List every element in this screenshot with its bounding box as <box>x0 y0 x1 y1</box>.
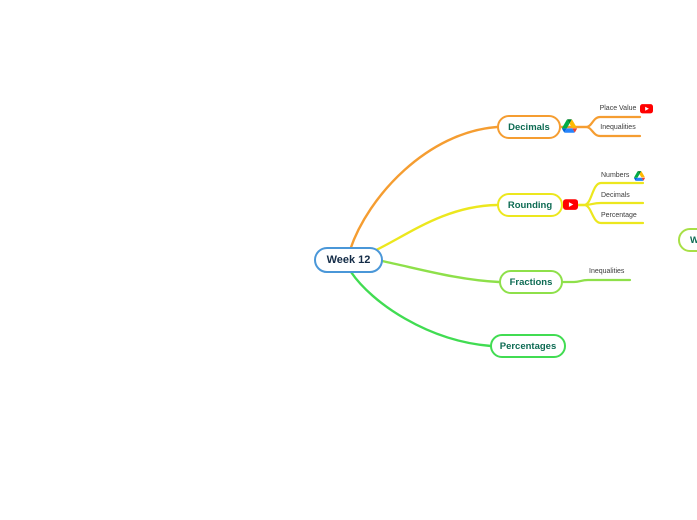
connector-week12-decimals <box>348 125 499 252</box>
node-label: Week 12 <box>326 254 371 266</box>
connector-week12-percentages <box>349 270 493 348</box>
mindmap-node-fractions[interactable]: Fractions <box>499 270 563 294</box>
mindmap-subnode-inequalities-fractions[interactable]: Inequalities <box>589 268 625 275</box>
connector-week12-fractions <box>380 259 501 284</box>
node-label: Decimals <box>508 121 550 133</box>
mindmap-node-decimals[interactable]: Decimals <box>497 115 561 139</box>
connector-fractions-inequalities <box>560 278 632 284</box>
google-drive-icon[interactable] <box>634 171 645 181</box>
mindmap-node-week12[interactable]: Week 12 <box>314 247 383 273</box>
mindmap-subnode-inequalities-decimals[interactable]: Inequalities <box>600 124 636 131</box>
node-label: W <box>690 234 697 246</box>
mindmap-subnode-numbers[interactable]: Numbers <box>601 172 630 179</box>
connector-week12-rounding <box>370 203 499 254</box>
youtube-icon[interactable] <box>563 199 578 210</box>
mindmap-subnode-decimals-sub[interactable]: Decimals <box>601 192 630 199</box>
youtube-icon[interactable] <box>640 104 653 114</box>
google-drive-icon[interactable] <box>562 119 577 133</box>
mindmap-node-rounding[interactable]: Rounding <box>497 193 563 217</box>
node-label: Fractions <box>509 276 553 288</box>
mindmap-node-partial-right[interactable]: W <box>678 228 697 252</box>
mindmap-subnode-percentage[interactable]: Percentage <box>601 212 637 219</box>
mindmap-node-percentages[interactable]: Percentages <box>490 334 566 358</box>
node-label: Percentages <box>499 340 557 352</box>
mindmap-subnode-place-value[interactable]: Place Value <box>599 105 637 112</box>
node-label: Rounding <box>507 199 553 211</box>
